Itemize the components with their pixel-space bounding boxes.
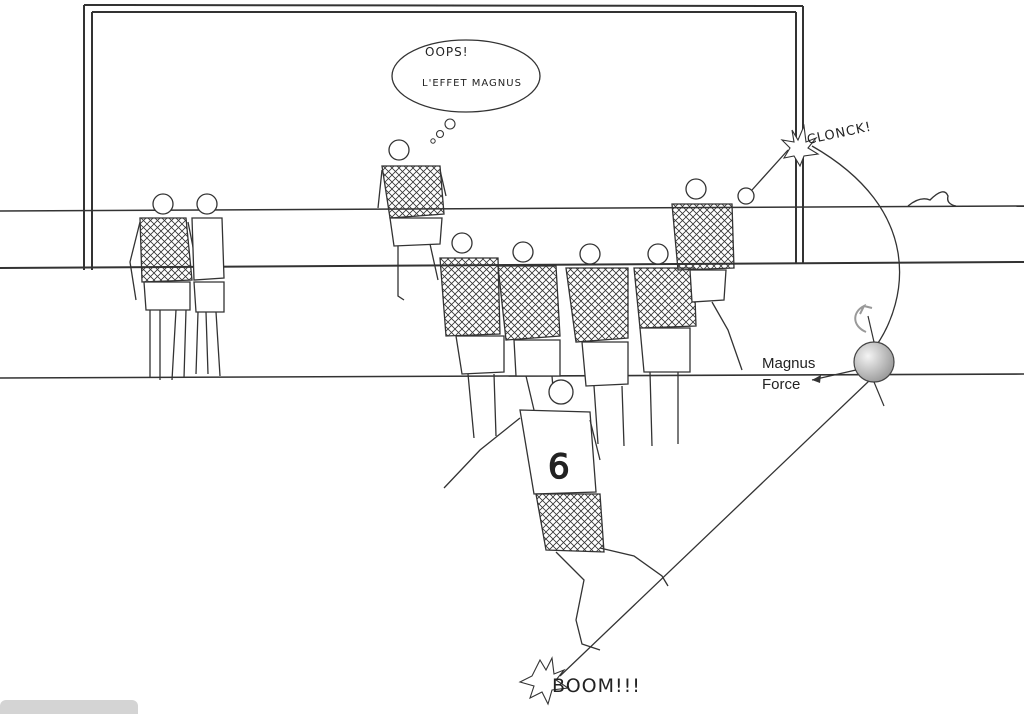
wall-player-3 [565, 243, 629, 447]
player-left-2 [191, 193, 225, 377]
rebound-line [751, 149, 789, 191]
crossbar [83, 4, 804, 13]
magnus-arrow [811, 369, 857, 383]
clonck-label: CLONCK! [806, 120, 873, 148]
jersey-number: 6 [548, 447, 570, 487]
thought-bubble: OOPS! L'EFFET MAGNUS [391, 39, 541, 144]
boom-burst-icon [518, 656, 570, 706]
left-post [83, 5, 93, 270]
goalkeeper [377, 139, 447, 301]
magnus-label-line-1: Magnus [762, 355, 815, 372]
defensive-wall [439, 232, 697, 447]
boom-label: BOOM!!! [552, 675, 641, 697]
player-left-1 [129, 193, 197, 381]
left-players [129, 193, 225, 381]
ball-main [853, 315, 895, 407]
kick-line [559, 379, 871, 677]
scrollbar-thumb[interactable] [0, 700, 138, 714]
ball-rebound [737, 187, 755, 205]
wall-player-1 [439, 232, 505, 439]
kicker: 6 [443, 379, 669, 651]
wall-player-4 [633, 243, 697, 447]
thought-line-1: OOPS! [425, 45, 469, 59]
spin-arrow-icon [854, 303, 873, 333]
curve-path [811, 145, 901, 347]
jumping-player-right [671, 178, 743, 371]
magnus-label-line-2: Force [762, 376, 800, 393]
box-line [0, 373, 1024, 379]
wall-player-2 [497, 241, 561, 411]
thought-line-2: L'EFFET MAGNUS [422, 78, 522, 89]
distant-figure [907, 191, 957, 207]
clonck-burst-icon [780, 123, 820, 168]
ball-trajectory [559, 145, 901, 677]
